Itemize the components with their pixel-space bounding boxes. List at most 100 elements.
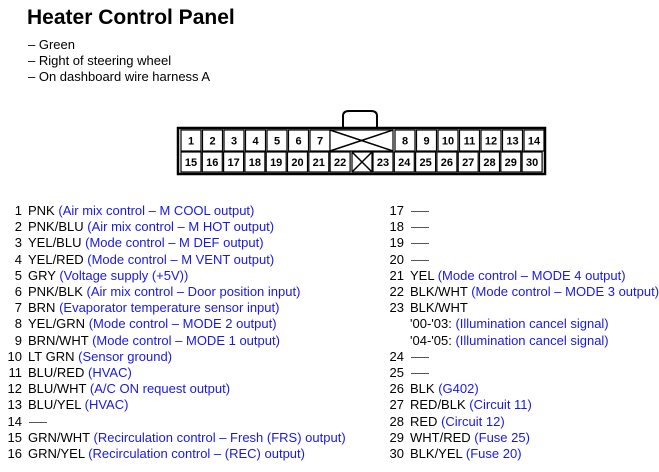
pin-number: 26 bbox=[389, 381, 404, 397]
wire-color: YEL/RED bbox=[28, 251, 84, 267]
cavity-number: 3 bbox=[231, 136, 237, 148]
cavity-number: 24 bbox=[398, 157, 411, 169]
wire-color: YEL/GRN bbox=[28, 316, 86, 332]
cavity-number: 12 bbox=[485, 136, 497, 148]
cavity-number: 21 bbox=[313, 157, 325, 169]
pin-row: 11 BLU/RED (HVAC) bbox=[4, 365, 132, 381]
wire-color: BLK/WHT bbox=[410, 300, 468, 316]
connector-cavity bbox=[329, 151, 351, 173]
pin-number: 7 bbox=[14, 300, 22, 316]
pin-description: (Mode control – M VENT output) bbox=[87, 251, 275, 267]
connector-cavity bbox=[500, 151, 522, 173]
connector-cavity bbox=[501, 129, 524, 152]
cavity-number: 6 bbox=[295, 136, 301, 148]
pin-description: (Air mix control – M HOT output) bbox=[87, 219, 275, 235]
pin-description: (A/C ON request output) bbox=[89, 381, 231, 397]
pin-row: 8 YEL/GRN (Mode control – MODE 2 output) bbox=[4, 316, 277, 332]
connector-harness: – On dashboard wire harness A bbox=[28, 69, 211, 84]
cavity-number: 16 bbox=[206, 157, 218, 169]
connector-cavity bbox=[266, 129, 288, 152]
pin-row: 20 bbox=[384, 252, 429, 268]
pin-row: 18 bbox=[384, 219, 429, 235]
cavity-number: 10 bbox=[442, 136, 454, 148]
wire-color: BRN bbox=[28, 300, 56, 316]
pin-number: 6 bbox=[14, 284, 22, 299]
pin-description: (Mode control – MODE 2 output) bbox=[88, 316, 277, 332]
cavity-number: 2 bbox=[209, 136, 215, 148]
wire-color: BLU/WHT bbox=[28, 381, 87, 397]
connector-cavity bbox=[394, 129, 416, 152]
connector-cavity bbox=[437, 129, 459, 152]
connector-cavity bbox=[244, 151, 266, 173]
pin-number: 23 bbox=[389, 300, 404, 316]
connector-cavity bbox=[458, 129, 481, 152]
cavity-number: 15 bbox=[185, 157, 197, 169]
connector-cavity bbox=[415, 129, 438, 152]
cavity-number: 5 bbox=[274, 136, 280, 148]
cavity-number: 19 bbox=[270, 157, 282, 169]
unused-pin-dash bbox=[411, 243, 429, 245]
wire-color: PNK/BLU bbox=[28, 219, 84, 235]
pin-description: (Mode control – M DEF output) bbox=[85, 235, 264, 251]
cavity-number: 14 bbox=[528, 136, 541, 148]
pin-number: 1 bbox=[14, 203, 22, 218]
connector-cavity bbox=[523, 129, 545, 152]
connector-cavity bbox=[457, 151, 479, 173]
pin-description: (Mode control – MODE 1 output) bbox=[92, 332, 280, 348]
connector-cavity bbox=[180, 129, 202, 152]
connector-color: – Green bbox=[28, 37, 75, 52]
pin-row: 25 bbox=[384, 365, 429, 381]
pin-number: 13 bbox=[7, 397, 22, 413]
pin-number: 4 bbox=[14, 251, 22, 267]
pin-row: 14 bbox=[4, 414, 47, 430]
pin-description: (Sensor ground) bbox=[78, 348, 173, 364]
connector-cavity bbox=[308, 151, 330, 173]
unused-pin-dash bbox=[411, 227, 429, 229]
cavity-number: 25 bbox=[419, 157, 431, 169]
pin-number: 20 bbox=[389, 251, 404, 267]
cavity-number: 7 bbox=[317, 136, 323, 148]
page-title: Heater Control Panel bbox=[27, 6, 235, 29]
pin-description: (Circuit 12) bbox=[441, 413, 505, 429]
pin-number: 8 bbox=[14, 316, 22, 332]
pin-number: 11 bbox=[8, 365, 23, 380]
cavity-number: 13 bbox=[506, 136, 518, 148]
connector-cavity bbox=[201, 129, 224, 152]
connector-cavity bbox=[521, 151, 543, 173]
wire-color: PNK/BLK bbox=[28, 284, 83, 299]
cavity-number: 8 bbox=[402, 136, 408, 148]
cavity-number: 18 bbox=[249, 157, 261, 169]
pin-number: 27 bbox=[389, 397, 404, 413]
pin-number: 30 bbox=[389, 446, 404, 461]
connector-cavity bbox=[480, 129, 502, 152]
connector-cavity bbox=[415, 151, 437, 173]
pin-row: 17 bbox=[384, 203, 429, 219]
pin-description: (HVAC) bbox=[87, 365, 132, 380]
pin-row: 24 bbox=[384, 349, 429, 365]
connector-cavity bbox=[265, 151, 287, 173]
wire-color: PNK bbox=[28, 203, 55, 218]
unused-pin-dash bbox=[411, 373, 429, 375]
pin-row: 19 bbox=[384, 235, 429, 251]
unused-pin-dash bbox=[29, 421, 47, 423]
connector-location: – Right of steering wheel bbox=[28, 53, 172, 68]
pin-number: 14 bbox=[7, 413, 22, 429]
pin-number: 17 bbox=[389, 203, 404, 218]
pin-number: 12 bbox=[7, 381, 22, 397]
pin-number: 9 bbox=[14, 332, 22, 348]
pin-description: (Air mix control – Door position input) bbox=[86, 284, 301, 299]
pin-number: 24 bbox=[389, 348, 404, 364]
pin-description: (Fuse 25) bbox=[474, 429, 530, 445]
wire-color: BLU/RED bbox=[28, 365, 85, 380]
cavity-x-line bbox=[351, 151, 373, 173]
wire-color: '00-'03: bbox=[410, 316, 452, 332]
